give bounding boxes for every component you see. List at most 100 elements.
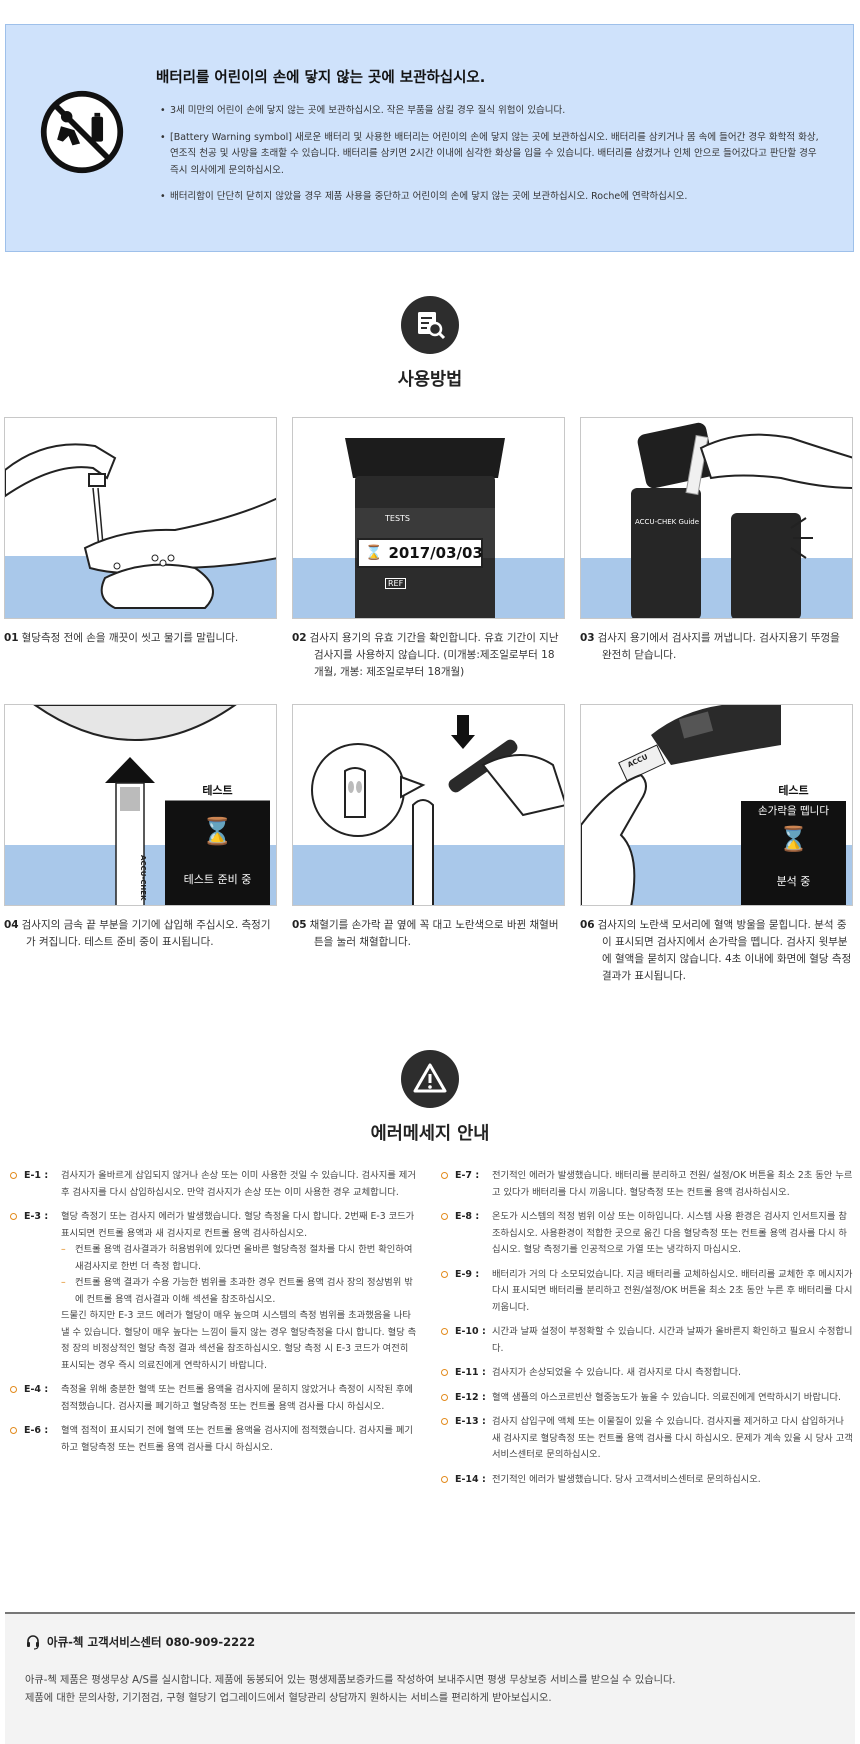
- error-text: 혈당 측정기 또는 검사지 에러가 발생했습니다. 혈당 측정을 다시 합니다.…: [61, 1211, 415, 1239]
- bullet-icon: [441, 1475, 448, 1483]
- error-code: E-8 :: [455, 1211, 480, 1222]
- usage-document-icon: [401, 296, 459, 354]
- battery-warning-item: 배터리함이 단단히 닫히지 않았을 경우 제품 사용을 중단하고 어린이의 손에…: [160, 189, 820, 206]
- step-text: 검사지 용기에서 검사지를 꺼냅니다. 검사지용기 뚜껑을 완전히 닫습니다.: [597, 632, 840, 661]
- battery-warning-item: 3세 미만의 어린이 손에 닿지 않는 곳에 보관하십시오. 작은 부품을 삼킬…: [160, 103, 820, 120]
- error-text: 배터리가 거의 다 소모되었습니다. 지금 배터리를 교체하십시오. 배터리를 …: [492, 1268, 853, 1313]
- error-item: E-1 : 검사지가 올바르게 삽입되지 않거나 손상 또는 이미 사용한 것일…: [5, 1168, 418, 1201]
- error-subitem: 컨트롤 용액 검사결과가 허용범위에 있다면 올바른 혈당측정 절차를 다시 한…: [61, 1242, 418, 1275]
- error-item: E-6 : 혈액 점적이 표시되기 전에 혈액 또는 컨트롤 용액을 검사지에 …: [5, 1423, 418, 1456]
- warning-triangle-icon: [401, 1050, 459, 1108]
- step-text: 검사지의 금속 끝 부분을 기기에 삽입해 주십시오. 측정기가 켜집니다. 테…: [21, 919, 271, 948]
- error-code: E-10 :: [455, 1326, 486, 1337]
- step-number: 04: [4, 919, 19, 931]
- step-number: 06: [580, 919, 595, 931]
- step-text: 채혈기를 손가락 끝 옆에 꼭 대고 노란색으로 바뀐 채혈버튼을 눌러 채혈합…: [309, 919, 559, 948]
- error-title: 에러메세지 안내: [370, 1124, 490, 1144]
- error-code: E-3 :: [24, 1211, 49, 1222]
- error-item: E-14 : 전기적인 에러가 발생했습니다. 당사 고객서비스센터로 문의하십…: [436, 1472, 854, 1489]
- customer-service-footer: 아큐-첵 고객서비스센터 080-909-2222 아큐-첵 제품은 평생무상 …: [5, 1612, 855, 1744]
- error-item: E-10 : 시간과 날짜 설정이 부정확할 수 있습니다. 시간과 날짜가 올…: [436, 1324, 854, 1357]
- step-text: 혈당측정 전에 손을 깨끗이 씻고 물기를 말립니다.: [21, 632, 239, 644]
- hourglass-icon: ⌛: [365, 545, 383, 561]
- step-01-illustration: [4, 417, 277, 619]
- error-item: E-9 : 배터리가 거의 다 소모되었습니다. 지금 배터리를 교체하십시오.…: [436, 1267, 854, 1317]
- error-text: 검사지가 올바르게 삽입되지 않거나 손상 또는 이미 사용한 것일 수 있습니…: [61, 1170, 416, 1198]
- error-item: E-13 : 검사지 삽입구에 액체 또는 이물질이 있을 수 있습니다. 검사…: [436, 1414, 854, 1464]
- tests-label: TESTS: [385, 514, 410, 523]
- customer-service-heading: 아큐-첵 고객서비스센터 080-909-2222: [25, 1634, 255, 1650]
- error-code: E-12 :: [455, 1391, 486, 1403]
- error-item: E-11 : 검사지가 손상되었을 수 있습니다. 새 검사지로 다시 측정합니…: [436, 1365, 854, 1382]
- error-item: E-7 : 전기적인 에러가 발생했습니다. 배터리를 분리하고 전원/ 설정/…: [436, 1168, 854, 1201]
- bullet-icon: [441, 1328, 448, 1335]
- error-text: 측정을 위해 충분한 혈액 또는 컨트롤 용액을 검사지에 묻히지 않았거나 측…: [61, 1384, 413, 1412]
- footer-body: 아큐-첵 제품은 평생무상 A/S를 실시합니다. 제품에 동봉되어 있는 평생…: [25, 1672, 825, 1708]
- step-05-illustration: [292, 704, 565, 906]
- step-number: 01: [4, 632, 19, 644]
- error-text: 전기적인 에러가 발생했습니다. 당사 고객서비스센터로 문의하십시오.: [492, 1473, 761, 1485]
- expiry-date-label: ⌛ 2017/03/03: [357, 538, 483, 568]
- error-list-left: E-1 : 검사지가 올바르게 삽입되지 않거나 손상 또는 이미 사용한 것일…: [5, 1168, 418, 1464]
- child-battery-warning-icon: [40, 90, 124, 174]
- ref-label: REF: [385, 578, 407, 589]
- step-03-illustration: ACCU-CHEK Guide: [580, 417, 853, 619]
- battery-warning-item: [Battery Warning symbol] 새로운 배터리 및 사용한 배…: [160, 130, 820, 180]
- error-code: E-9 :: [455, 1268, 480, 1280]
- footer-line: 제품에 대한 문의사항, 기기점검, 구형 혈당기 업그레이드에서 혈당관리 상…: [25, 1693, 552, 1704]
- error-code: E-13 :: [455, 1416, 486, 1427]
- screen-remove-finger-msg: 손가락을 뗍니다: [758, 805, 829, 817]
- step-number: 02: [292, 632, 307, 644]
- error-code: E-1 :: [24, 1170, 49, 1181]
- step-number: 03: [580, 632, 595, 644]
- screen-test-status: 테스트 준비 중: [183, 873, 252, 886]
- error-text: 혈액 샘플의 아스코르빈산 혈중농도가 높을 수 있습니다. 의료진에게 연락하…: [492, 1391, 841, 1403]
- error-subitem: 컨트롤 용액 결과가 수용 가능한 범위를 초과한 경우 컨트롤 용액 검사 장…: [61, 1275, 418, 1308]
- screen-analyzing-status: 분석 중: [776, 875, 811, 888]
- bullet-icon: [441, 1172, 448, 1179]
- bullet-icon: [441, 1369, 448, 1376]
- usage-title: 사용방법: [397, 370, 463, 390]
- hourglass-icon: ⌛: [778, 825, 809, 853]
- error-text: 전기적인 에러가 발생했습니다. 배터리를 분리하고 전원/ 설정/OK 버튼을…: [492, 1170, 853, 1198]
- error-text: 시간과 날짜 설정이 부정확할 수 있습니다. 시간과 날짜가 올바른지 확인하…: [492, 1326, 853, 1354]
- step-text: 검사지 용기의 유효 기간을 확인합니다. 유효 기간이 지난 검사지를 사용하…: [309, 632, 559, 678]
- footer-line: 아큐-첵 제품은 평생무상 A/S를 실시합니다. 제품에 동봉되어 있는 평생…: [25, 1675, 676, 1686]
- step-02-illustration: TESTS ⌛ 2017/03/03 REF: [292, 417, 565, 619]
- step-text: 검사지의 노란색 모서리에 혈액 방울을 묻힙니다. 분석 중이 표시되면 검사…: [597, 919, 852, 982]
- error-item: E-3 : 혈당 측정기 또는 검사지 에러가 발생했습니다. 혈당 측정을 다…: [5, 1209, 418, 1374]
- step-06-illustration: ACCU 테스트 손가락을 뗍니다 ⌛ 분석 중: [580, 704, 853, 906]
- bullet-icon: [10, 1172, 17, 1179]
- headset-icon: [27, 1635, 39, 1650]
- error-item: E-8 : 온도가 시스템의 적정 범위 이상 또는 이하입니다. 시스템 사용…: [436, 1209, 854, 1259]
- error-text: 검사지가 손상되었을 수 있습니다. 새 검사지로 다시 측정합니다.: [492, 1367, 741, 1378]
- error-code: E-14 :: [455, 1473, 486, 1485]
- accu-chek-brand-label: ACCU-CHEK Guide: [635, 518, 700, 526]
- error-code: E-6 :: [24, 1425, 49, 1436]
- bullet-icon: [441, 1213, 448, 1220]
- bullet-icon: [441, 1393, 448, 1401]
- step-04-illustration: 테스트 ⌛ 테스트 준비 중 ACCU-CHEK: [4, 704, 277, 906]
- screen-test-title: 테스트: [778, 784, 809, 797]
- battery-warning-list: 3세 미만의 어린이 손에 닿지 않는 곳에 보관하십시오. 작은 부품을 삼킬…: [160, 103, 820, 216]
- error-text-after: 드물긴 하지만 E-3 코드 에러가 혈당이 매우 높으며 시스템의 측정 범위…: [61, 1310, 417, 1371]
- error-code: E-11 :: [455, 1367, 486, 1378]
- error-text: 혈액 점적이 표시되기 전에 혈액 또는 컨트롤 용액을 검사지에 점적했습니다…: [61, 1425, 413, 1453]
- error-text: 온도가 시스템의 적정 범위 이상 또는 이하입니다. 시스템 사용 환경은 검…: [492, 1211, 847, 1255]
- screen-test-title: 테스트: [202, 784, 233, 797]
- error-list-right: E-7 : 전기적인 에러가 발생했습니다. 배터리를 분리하고 전원/ 설정/…: [436, 1168, 854, 1496]
- error-code: E-7 :: [455, 1170, 480, 1181]
- bullet-icon: [10, 1427, 17, 1434]
- error-text: 검사지 삽입구에 액체 또는 이물질이 있을 수 있습니다. 검사지를 제거하고…: [492, 1416, 853, 1460]
- battery-warning-title: 배터리를 어린이의 손에 닿지 않는 곳에 보관하십시오.: [156, 70, 486, 86]
- bullet-icon: [441, 1418, 448, 1425]
- step-number: 05: [292, 919, 307, 931]
- bullet-icon: [10, 1386, 17, 1393]
- error-code: E-4 :: [24, 1384, 49, 1395]
- error-item: E-12 : 혈액 샘플의 아스코르빈산 혈중농도가 높을 수 있습니다. 의료…: [436, 1390, 854, 1407]
